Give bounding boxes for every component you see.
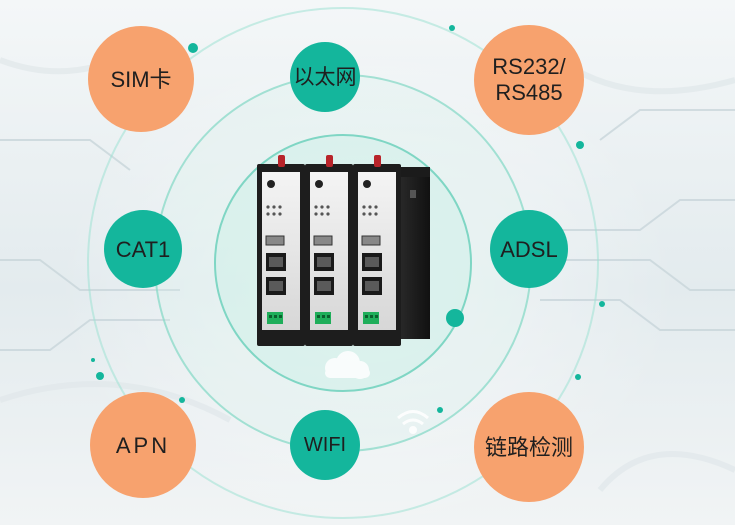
feature-label: APN bbox=[115, 432, 171, 458]
feature-label: 以太网 bbox=[293, 65, 357, 89]
feature-adsl: ADSL bbox=[490, 210, 568, 288]
feature-label-line1: RS232/ bbox=[492, 54, 566, 79]
wifi-icon bbox=[397, 410, 429, 434]
feature-label: SIM卡 bbox=[110, 66, 172, 92]
feature-cat1: CAT1 bbox=[104, 210, 182, 288]
feature-link-detection: 链路检测 bbox=[474, 392, 584, 502]
feature-label: WIFI bbox=[303, 433, 347, 456]
feature-label: ADSL bbox=[500, 236, 558, 262]
router-devices bbox=[253, 152, 433, 347]
feature-ethernet: 以太网 bbox=[290, 42, 360, 112]
feature-wifi: WIFI bbox=[290, 410, 360, 480]
feature-label: 链路检测 bbox=[484, 434, 573, 460]
feature-label-line2: RS485 bbox=[495, 80, 563, 105]
feature-apn: APN bbox=[90, 392, 196, 498]
feature-serial: RS232/ RS485 bbox=[474, 25, 584, 135]
feature-label: CAT1 bbox=[115, 236, 171, 262]
feature-sim-card: SIM卡 bbox=[88, 26, 194, 132]
cloud-icon bbox=[325, 351, 370, 379]
router-device-icon bbox=[257, 155, 430, 346]
